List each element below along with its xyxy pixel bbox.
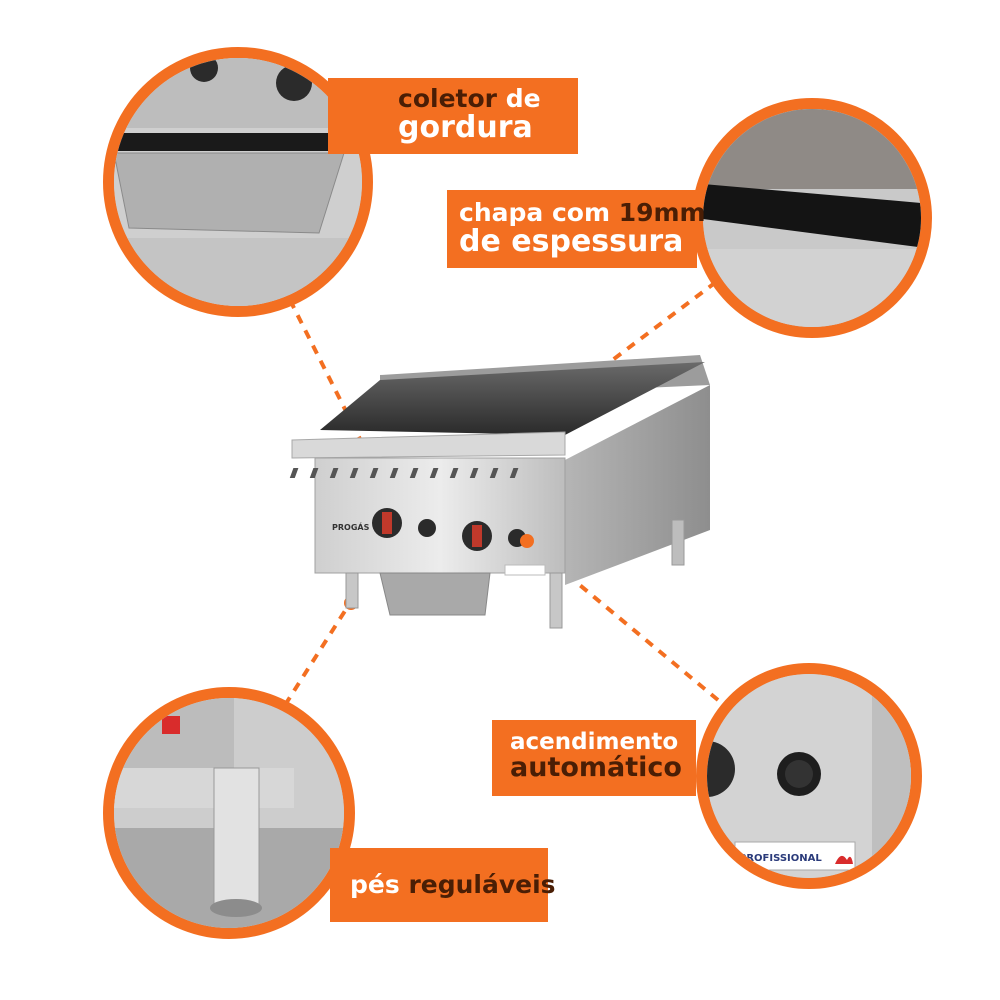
callout-grease-collector: coletor de gordura [328,78,578,154]
zoom-plate-thickness [692,98,932,338]
callout-grease-line1: coletor de [398,84,578,113]
ignition-sticker-text: PROFISSIONAL [739,853,822,864]
callout-feet-line1: pés reguláveis [350,870,556,899]
zoom-grease-collector [103,47,373,317]
adjustable-feet-detail [114,698,344,928]
callout-grease-line2: gordura [398,110,533,146]
callout-ignition-line1: acendimento [510,729,679,755]
callout-grease-line1-rest: de [496,84,541,113]
grease-collector-detail [114,58,362,306]
callout-adjustable-feet: pés reguláveis [330,848,556,922]
zoom-adjustable-feet [103,687,355,939]
leader-line-feet [283,601,352,707]
callout-plate-line2: de espessura [459,224,684,260]
callout-feet-text: pés [350,870,409,899]
griddle-product-image: PROGÁS [289,355,710,629]
callout-plate-thickness: chapa com 19mm de espessura [447,190,706,268]
callout-grease-highlight: coletor [398,84,497,113]
callout-plate-line1-text: chapa com [459,198,619,227]
callout-ignition-line2: automático [510,752,682,784]
callout-plate-highlight: 19mm [618,198,706,227]
callout-plate-line1: chapa com 19mm [459,198,706,227]
svg-text:PROGÁS: PROGÁS [332,521,370,532]
callout-automatic-ignition: acendimento automático [492,720,696,796]
zoom-automatic-ignition: PROFISSIONAL [696,663,922,889]
callout-feet-highlight: reguláveis [408,870,556,899]
